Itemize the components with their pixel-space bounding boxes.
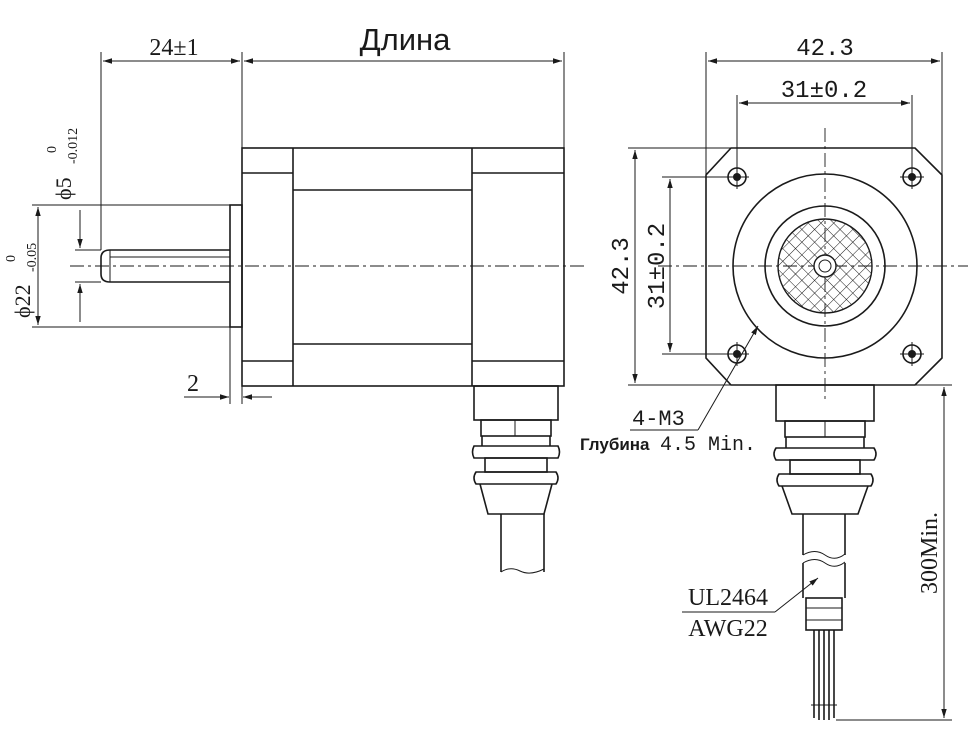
- hole-spacing-side-label: 31±0.2: [645, 223, 672, 309]
- cable-callout: UL2464 AWG22: [682, 577, 819, 642]
- dim-height-side: 42.3: [609, 147, 731, 386]
- cable-type-label: UL2464: [688, 585, 768, 611]
- dim-lead-length: 300Min.: [836, 384, 952, 721]
- shaft-length-label: 24±1: [149, 35, 198, 61]
- thread-callout: 4-M3 Глубина 4.5 Min.: [580, 325, 759, 457]
- height-side-label: 42.3: [609, 237, 636, 295]
- shaft-end-inner: [818, 259, 832, 273]
- dim-width-top: 42.3: [705, 36, 943, 175]
- mounting-hole: [900, 165, 924, 189]
- dim-hole-spacing-top: 31±0.2: [736, 78, 913, 166]
- shaft-dia-symbol: ϕ5: [51, 177, 76, 200]
- depth-value: 4.5 Min.: [660, 434, 756, 457]
- mounting-hole: [900, 342, 924, 366]
- dim-flange-thickness: 2: [184, 327, 272, 404]
- boss-dia-tol-lower: -0.05: [25, 243, 40, 272]
- boss-dia-symbol: ϕ22: [10, 284, 35, 318]
- hole-spacing-top-label: 31±0.2: [781, 78, 867, 105]
- shaft-dia-tol-lower: -0.012: [66, 128, 81, 164]
- cable-gland-front: [773, 384, 877, 720]
- boss-dia-tol-upper: 0: [4, 255, 19, 262]
- thread-label: 4-M3: [632, 407, 685, 432]
- boss-outer-circle: [732, 173, 918, 359]
- dim-shaft-length: 24±1: [100, 35, 243, 250]
- side-view: 24±1 Длина ϕ5 0 -0.012 ϕ22: [4, 22, 585, 574]
- mounting-hole: [725, 165, 749, 189]
- dim-shaft-diameter: ϕ5 0 -0.012: [45, 128, 101, 322]
- lead-length-label: 300Min.: [917, 512, 943, 594]
- motor-body: [241, 147, 565, 387]
- width-top-label: 42.3: [796, 36, 854, 63]
- cable-gauge-label: AWG22: [688, 616, 767, 642]
- depth-word: Глубина: [580, 435, 650, 454]
- boss-inner-circle: [764, 205, 886, 327]
- cable-gland-side: [471, 385, 561, 574]
- length-title: Длина: [360, 22, 452, 57]
- dim-boss-diameter: ϕ22 0 -0.05: [4, 204, 230, 328]
- flange-thickness-label: 2: [187, 371, 199, 397]
- front-view: 42.3 31±0.2 42.3 31±0.2 4-M3: [580, 36, 968, 721]
- dim-hole-spacing-side: 31±0.2: [645, 176, 728, 355]
- shaft: [100, 249, 230, 283]
- shaft-dia-tol-upper: 0: [45, 146, 60, 153]
- dim-body-length: Длина: [244, 22, 565, 148]
